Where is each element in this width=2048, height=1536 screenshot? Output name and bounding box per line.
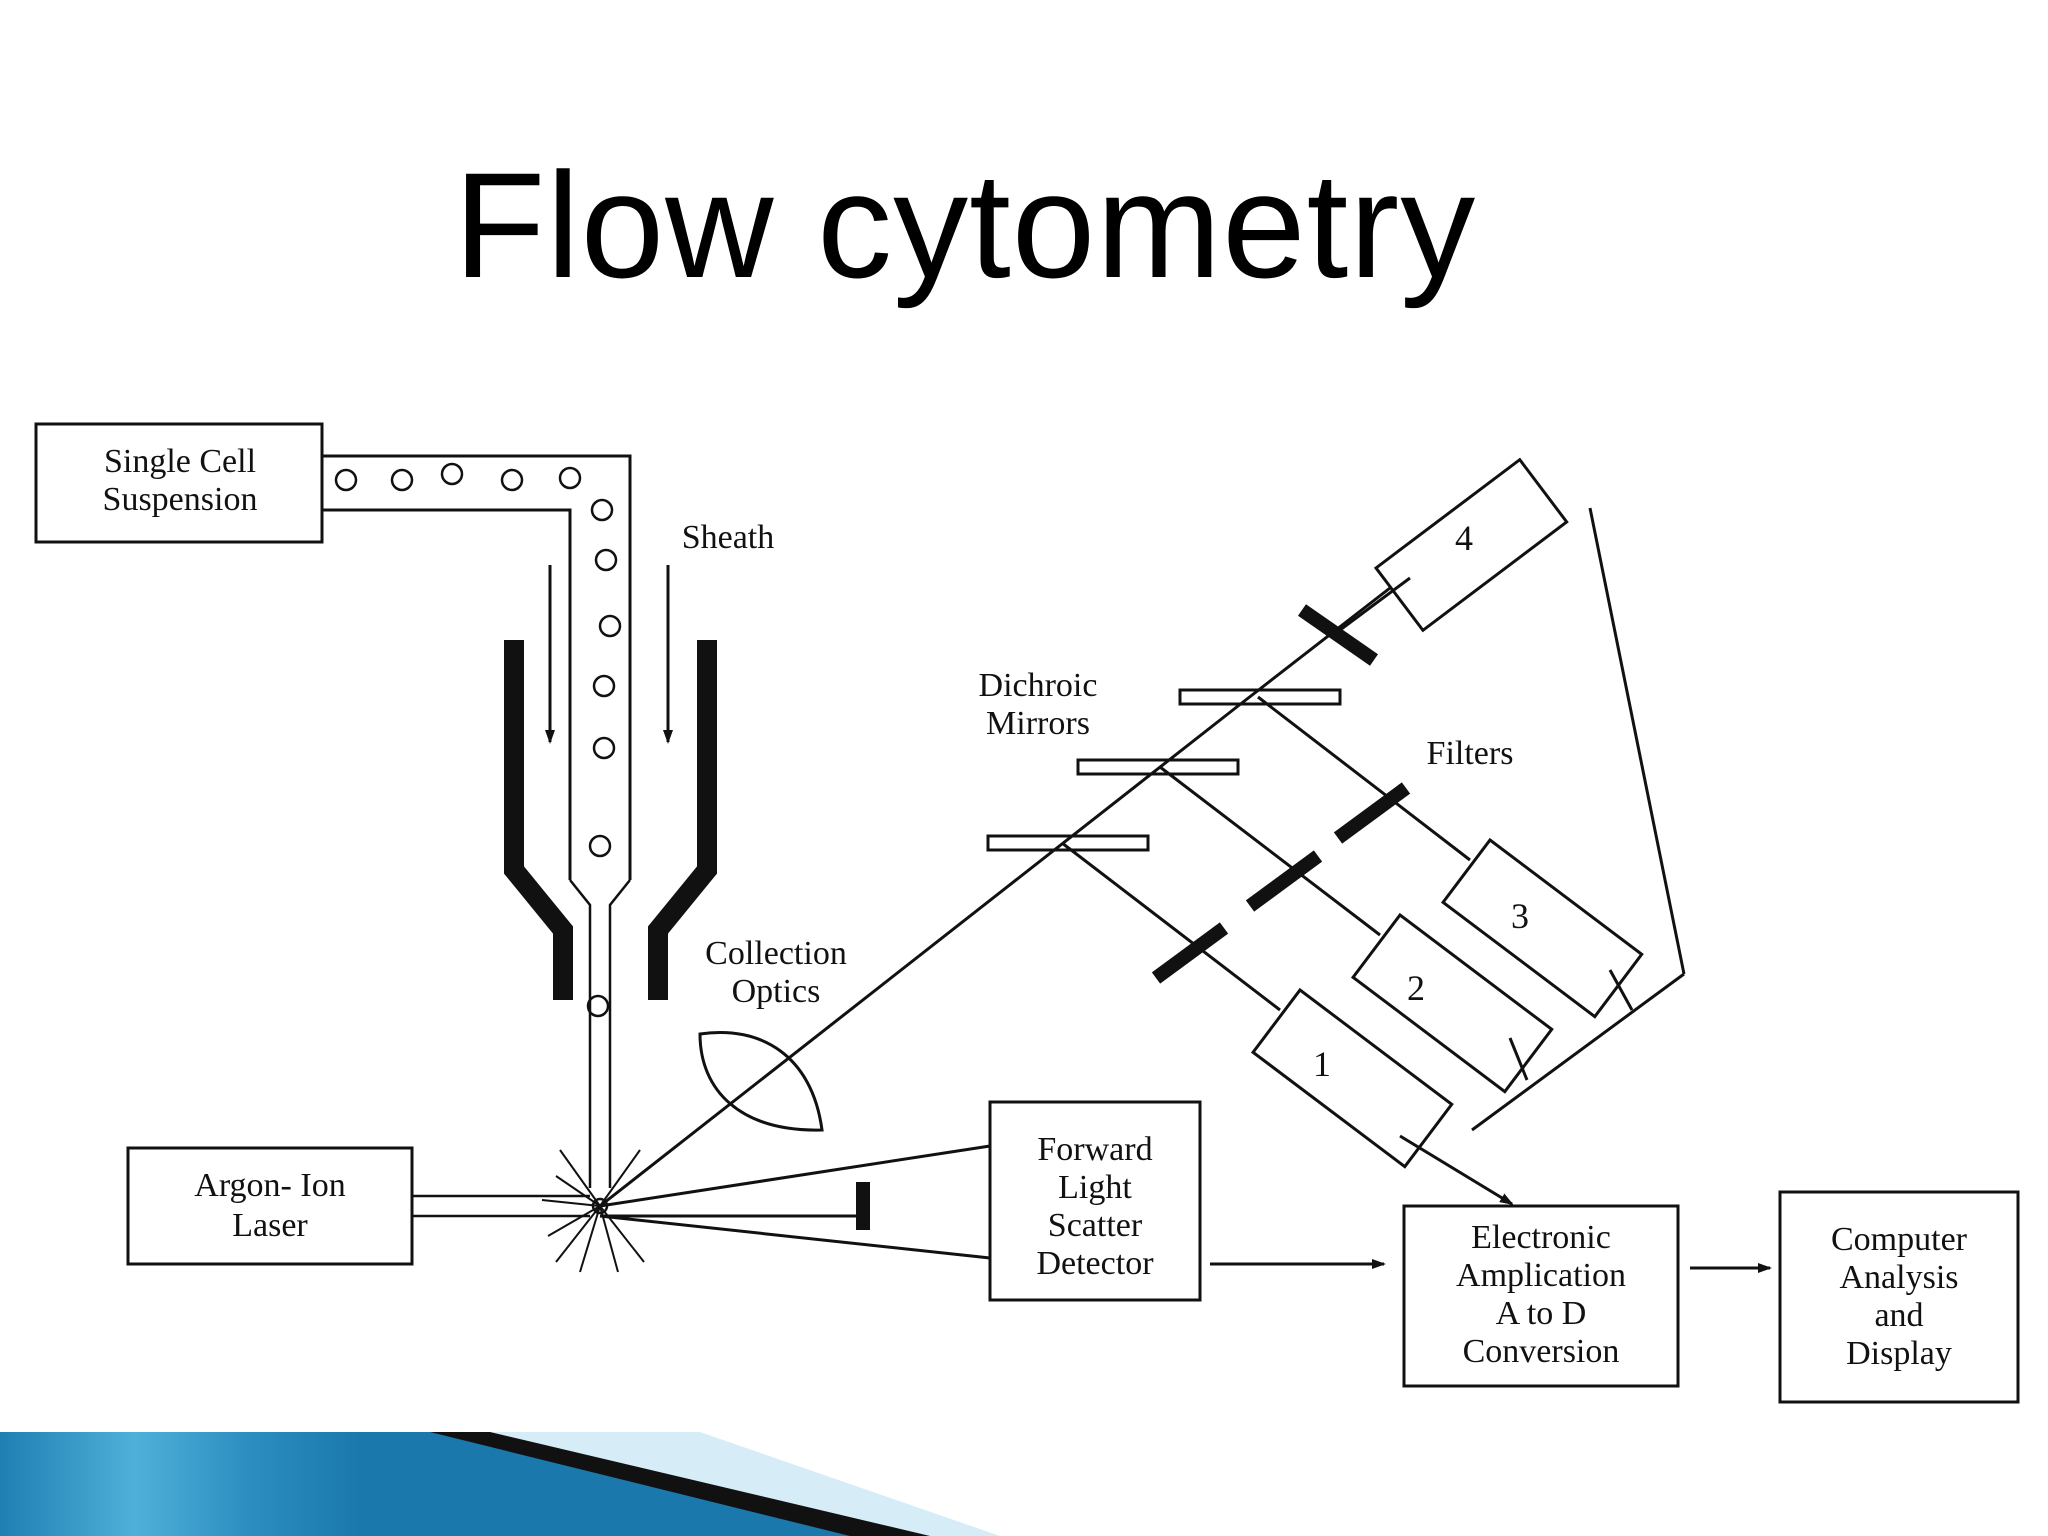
detector-1-label: 1 xyxy=(1313,1044,1331,1084)
dichroic-mirror-2 xyxy=(1076,758,1240,776)
sheath-wall-right xyxy=(648,640,717,1000)
sample-channel xyxy=(322,454,632,880)
dichroic-mirror-3 xyxy=(1178,688,1342,706)
collection-path xyxy=(599,704,1239,1208)
branch-path-1 xyxy=(1061,841,1281,1012)
detector-3-box xyxy=(1440,837,1644,1019)
branch-path-3 xyxy=(1257,695,1471,862)
sheath-wall-left xyxy=(504,640,573,1000)
wire-junction-2 xyxy=(1508,1037,1529,1081)
footer-banner xyxy=(0,1432,1000,1536)
source-label-line-2: Suspension xyxy=(103,481,258,518)
electronics-label-line-3: A to D xyxy=(1496,1295,1587,1332)
detector-2-label: 2 xyxy=(1407,968,1425,1008)
wire-detector-4 xyxy=(1588,507,1686,975)
detector-1-box xyxy=(1250,987,1454,1169)
source-label-line-1: Single Cell xyxy=(104,443,256,480)
dichroic-mirror-1 xyxy=(986,834,1150,852)
collection-path-upper xyxy=(1237,586,1391,708)
forward-scatter-label-line-4: Detector xyxy=(1036,1245,1154,1282)
computer-box xyxy=(1778,1190,2020,1404)
sheath-label: Sheath xyxy=(682,519,775,556)
detector-2-box xyxy=(1350,912,1554,1094)
laser-label-line-2: Laser xyxy=(232,1207,308,1244)
wire-collector xyxy=(1471,972,1685,1132)
forward-scatter-label-line-2: Light xyxy=(1058,1169,1132,1206)
computer-label-line-2: Analysis xyxy=(1840,1259,1959,1296)
forward-scatter-line-top xyxy=(599,1144,991,1208)
computer-label-line-1: Computer xyxy=(1831,1221,1968,1258)
wire-detector-1 xyxy=(1399,1134,1514,1206)
laser-beam xyxy=(412,1194,590,1218)
forward-scatter-label-line-1: Forward xyxy=(1037,1131,1152,1168)
computer-label-line-4: Display xyxy=(1846,1335,1952,1372)
detector-4-box xyxy=(1373,457,1569,633)
nozzle-stream xyxy=(569,879,631,1188)
electronics-label-line-1: Electronic xyxy=(1471,1219,1611,1256)
collection-optics-label-line-2: Optics xyxy=(732,973,821,1010)
footer-banner-dark xyxy=(430,1432,930,1536)
scatter-burst xyxy=(541,1149,645,1273)
detector-3-label: 3 xyxy=(1511,896,1529,936)
collection-optics-lens xyxy=(698,1030,824,1132)
detector-4-label: 4 xyxy=(1455,518,1473,558)
dichroic-label-line-1: Dichroic xyxy=(979,667,1098,704)
collection-optics-label-line-1: Collection xyxy=(705,935,847,972)
filter-1 xyxy=(1151,922,1229,984)
laser-label-line-1: Argon- Ion xyxy=(194,1167,345,1204)
computer-label-line-3: and xyxy=(1874,1297,1923,1334)
footer-banner-blue xyxy=(0,1432,900,1536)
electronics-label-line-4: Conversion xyxy=(1463,1333,1620,1370)
branch-path-2 xyxy=(1159,765,1381,937)
forward-scatter-detector-box xyxy=(988,1100,1202,1302)
forward-scatter-line-bottom xyxy=(599,1214,991,1260)
branch-path-4 xyxy=(1339,576,1411,632)
cells xyxy=(334,462,622,1018)
electronics-label-line-2: Amplication xyxy=(1456,1257,1626,1294)
dichroic-label-line-2: Mirrors xyxy=(986,705,1090,742)
filter-4 xyxy=(1298,604,1378,666)
obscuration-bar xyxy=(856,1182,870,1230)
filter-2 xyxy=(1245,850,1323,912)
single-cell-suspension-box xyxy=(34,422,324,544)
filter-3 xyxy=(1333,782,1411,844)
slide-title: Flow cytometry xyxy=(453,141,1477,309)
filters-label: Filters xyxy=(1427,735,1514,772)
wire-junction-3 xyxy=(1608,969,1634,1011)
electronics-box xyxy=(1402,1204,1680,1388)
argon-ion-laser-box xyxy=(126,1146,414,1266)
forward-scatter-label-line-3: Scatter xyxy=(1048,1207,1143,1244)
